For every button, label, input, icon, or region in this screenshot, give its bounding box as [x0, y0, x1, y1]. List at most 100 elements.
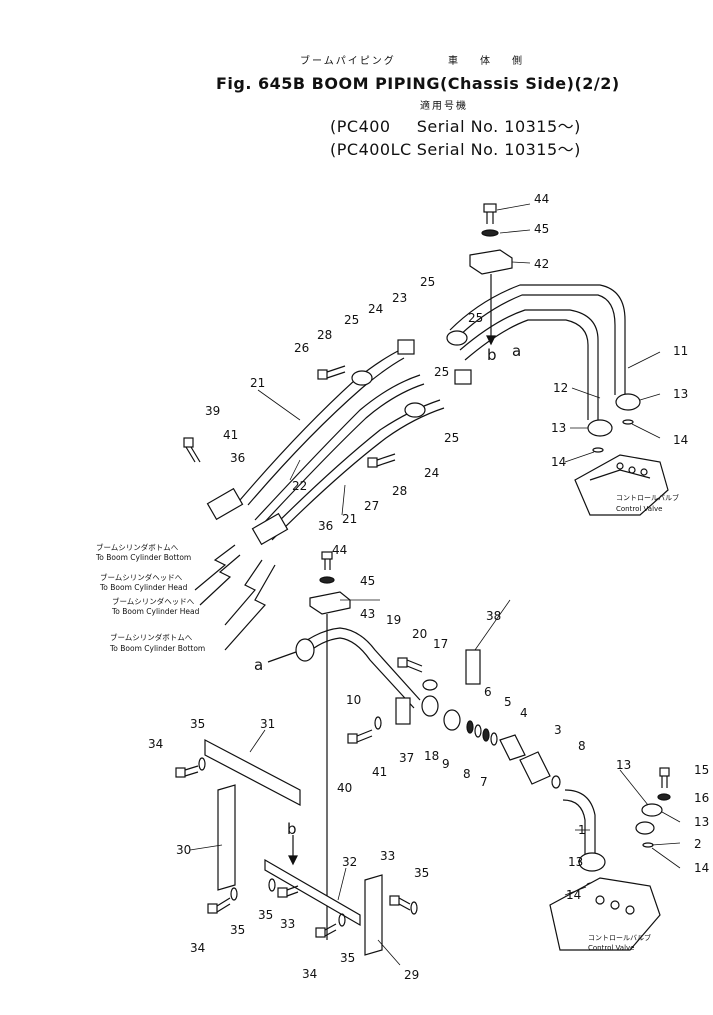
note-boom-bottom-2-jp: ブームシリンダボトムへ: [110, 632, 193, 642]
callout-18: 18: [424, 749, 439, 763]
note-boom-head-1: To Boom Cylinder Head: [99, 583, 188, 592]
oring-14-c: [642, 842, 654, 848]
callout-27: 27: [364, 499, 379, 513]
control-valve-upper: [574, 454, 669, 516]
callout-40: 40: [337, 781, 352, 795]
serial-1: Serial No. 10315～: [416, 117, 575, 136]
clamp-37: [395, 697, 411, 725]
callout-44: 44: [332, 543, 347, 557]
hose-22: [254, 374, 421, 521]
clip-17: [422, 679, 438, 691]
callout-9: 9: [442, 757, 450, 771]
side-japanese: 車 体 側: [448, 56, 528, 67]
bolt-19: [397, 657, 423, 673]
figure-title-main: Fig. 645B BOOM PIPING: [216, 74, 440, 93]
plug-2: [635, 821, 655, 835]
note-boom-bottom-1: To Boom Cylinder Bottom: [95, 553, 191, 562]
callout-38: 38: [486, 609, 501, 623]
elbow-fitting-a: [351, 370, 373, 386]
label-a-lower: a: [254, 656, 263, 674]
washer-41-b: [374, 716, 382, 730]
callout-21: 21: [342, 512, 357, 526]
bolt-27: [367, 453, 396, 468]
callout-14: 14: [551, 455, 566, 469]
bolt-15: [659, 767, 670, 788]
label-b-lower: b: [287, 820, 297, 838]
washer-35-c: [268, 878, 276, 892]
callout-13: 13: [551, 421, 566, 435]
bolt-34-a: [175, 765, 199, 778]
bolt-44-upper: [483, 203, 497, 224]
ring-7: [474, 724, 482, 738]
ring-5: [490, 732, 498, 746]
oring-8: [466, 720, 474, 734]
callout-25: 25: [420, 275, 435, 289]
callout-35: 35: [414, 866, 429, 880]
note-boom-bottom-1-jp: ブームシリンダボトムへ: [96, 542, 179, 552]
callout-6: 6: [484, 685, 492, 699]
callout-2: 2: [694, 837, 702, 851]
callout-5: 5: [504, 695, 512, 709]
flange-13-d: [641, 803, 663, 817]
bolt-40: [347, 729, 373, 744]
callout-34: 34: [148, 737, 163, 751]
fitting-36-b: [251, 512, 289, 546]
fitting-36-a: [206, 487, 244, 521]
callout-31: 31: [260, 717, 275, 731]
washer-45-upper: [481, 229, 499, 237]
paren-open: (: [439, 74, 448, 93]
callout-26: 26: [294, 341, 309, 355]
callout-20: 20: [412, 627, 427, 641]
control-valve-label-upper: Control Valve: [616, 505, 662, 513]
callout-8: 8: [578, 739, 586, 753]
block-23: [397, 339, 415, 355]
callout-17: 17: [433, 637, 448, 651]
washer-35-d: [410, 901, 418, 915]
arrow-a-lower: [267, 651, 297, 663]
callout-13: 13: [616, 758, 631, 772]
elbow-fitting-b: [404, 402, 426, 418]
plate-32: [264, 858, 361, 927]
applicable-japanese: 適用号機: [420, 101, 468, 112]
figure-title: Fig. 645B BOOM PIPING(Chassis Side)(2/2): [216, 74, 620, 93]
callout-23: 23: [392, 291, 407, 305]
callout-37: 37: [399, 751, 414, 765]
bracket-31: [204, 739, 301, 806]
callout-11: 11: [673, 344, 688, 358]
callout-24: 24: [368, 302, 383, 316]
paren-open: (: [330, 140, 337, 159]
callout-33: 33: [380, 849, 395, 863]
bolt-39: [183, 437, 201, 463]
paren-close: ): [566, 74, 575, 93]
leader-lines: [189, 203, 681, 966]
arrow-boom-head-1: [199, 554, 241, 606]
flange-13-b: [587, 419, 613, 437]
bolt-34-b: [207, 897, 231, 914]
oring-14-a: [622, 419, 634, 425]
tube-3: [519, 751, 551, 785]
washer-35-a: [198, 757, 206, 771]
block-23-b: [454, 369, 472, 385]
arrow-boom-bottom-1: [194, 544, 236, 591]
callout-16: 16: [694, 791, 709, 805]
callout-33: 33: [280, 917, 295, 931]
oring-14-b: [592, 447, 604, 453]
callout-14: 14: [673, 433, 688, 447]
callout-4: 4: [520, 706, 528, 720]
callout-25: 25: [434, 365, 449, 379]
control-valve-label-lower-jp: コントロールバルブ: [588, 933, 651, 942]
flange-top: [446, 330, 468, 346]
pipe-10: [299, 627, 421, 701]
callout-24: 24: [424, 466, 439, 480]
paren-close: ): [574, 117, 581, 136]
callout-35: 35: [230, 923, 245, 937]
bolt-33-b: [389, 895, 411, 911]
callout-13: 13: [694, 815, 709, 829]
oring-8-b: [551, 775, 561, 789]
callout-28: 28: [392, 484, 407, 498]
note-boom-head-1-jp: ブームシリンダヘッドへ: [100, 572, 183, 582]
washer-45-lower: [319, 576, 335, 584]
